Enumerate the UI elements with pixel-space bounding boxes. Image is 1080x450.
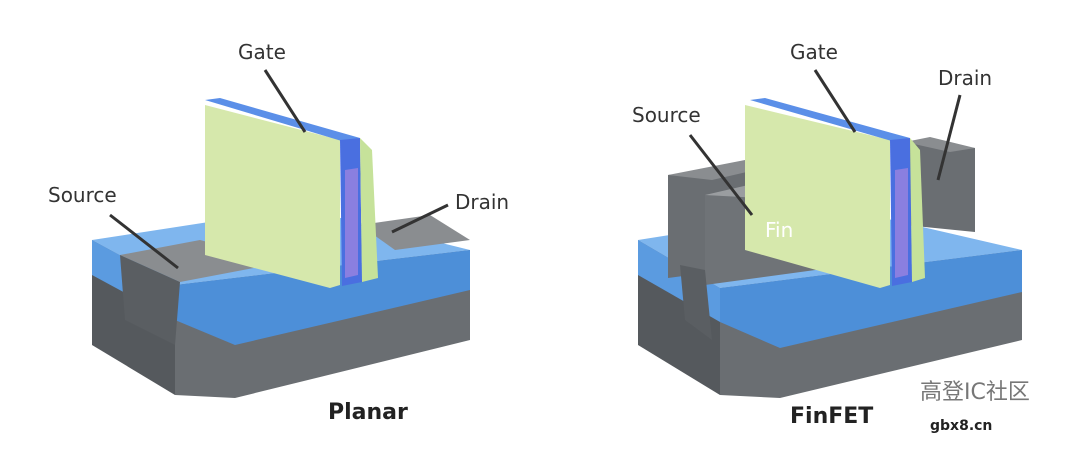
planar-drain-label: Drain (455, 190, 510, 214)
planar-source-well (120, 255, 180, 345)
finfet-gate-oxide (895, 168, 908, 278)
finfet-source-pointer (688, 134, 754, 216)
planar-drain-pointer (391, 203, 449, 234)
planar-gate-top (205, 98, 360, 142)
planar-source-region (120, 240, 285, 282)
planar-blue-layer-right (175, 250, 470, 345)
watermark-text: 高登IC社区 (920, 380, 1030, 405)
finfet-drain-fin-top (905, 137, 975, 152)
planar-source-label: Source (48, 183, 117, 207)
finfet-drain-fin (905, 142, 975, 232)
planar-gate-oxide (345, 168, 358, 278)
planar-gate-face (205, 105, 340, 288)
finfet-blue-layer-right (720, 250, 1022, 348)
planar-transistor (92, 69, 470, 398)
planar-caption: Planar (328, 400, 408, 425)
finfet-caption: FinFET (790, 404, 874, 429)
finfet-fin-label: Fin (765, 218, 794, 242)
planar-gate-label: Gate (238, 40, 286, 64)
watermark-site: gbx8.cn (930, 418, 993, 434)
finfet-drain-pointer (936, 94, 962, 181)
finfet-gate-face (745, 105, 890, 288)
finfet-transistor (638, 69, 1022, 398)
planar-source-pointer (109, 213, 179, 270)
finfet-gate-pointer (813, 69, 857, 133)
finfet-gate-label: Gate (790, 40, 838, 64)
finfet-gate-top (750, 98, 910, 142)
finfet-source-label: Source (632, 103, 701, 127)
finfet-fin-well (680, 265, 712, 340)
planar-gate-pointer (263, 69, 307, 133)
planar-drain-region (360, 215, 470, 250)
planar-gate-spacer (360, 138, 378, 282)
finfet-gate-spacer (910, 138, 925, 282)
finfet-drain-label: Drain (938, 66, 993, 90)
